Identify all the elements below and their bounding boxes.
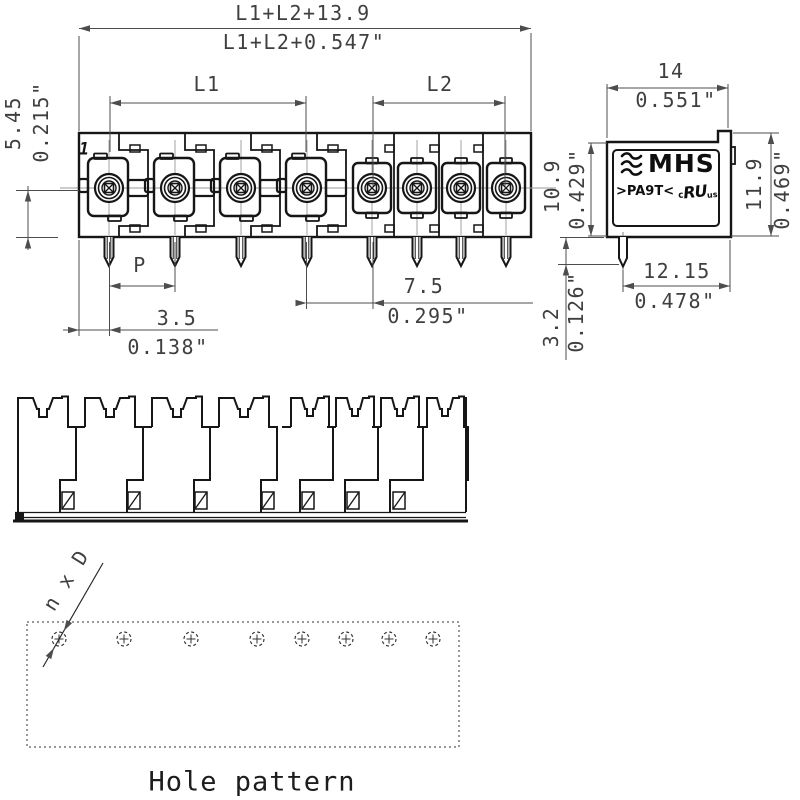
dim-5-45-mm: 5.45	[1, 95, 25, 151]
dim-l2: L2	[426, 72, 454, 96]
dim-l1: L1	[193, 72, 221, 96]
dim-overall-mm: L1+L2+13.9	[235, 1, 371, 25]
weidmueller-logo-icon	[620, 152, 644, 176]
dim-11-9-in: 0.469"	[770, 148, 794, 230]
dim-7-5-mm: 7.5	[403, 274, 445, 298]
front-view	[13, 395, 469, 523]
dim-11-9-mm: 11.9	[742, 156, 766, 212]
dim-3-5-in: 0.138"	[127, 335, 209, 359]
dim-pitch: P	[133, 253, 147, 277]
dim-3-2-in: 0.126"	[564, 271, 588, 353]
ul-us-text: us	[706, 189, 718, 201]
position-1: 1	[78, 139, 90, 160]
dim-5-45-in: 0.215"	[29, 81, 53, 163]
material-marking: >PA9T<	[616, 184, 675, 199]
brand-text: MHS	[648, 149, 715, 178]
dim-12-15-in: 0.478"	[634, 289, 716, 313]
dim-3-2-mm: 3.2	[539, 306, 563, 348]
dim-12-15-mm: 12.15	[643, 259, 711, 283]
hole-pattern-view	[26, 562, 460, 748]
dimensions	[16, 25, 779, 360]
top-view	[60, 131, 548, 269]
dim-10-9-mm: 10.9	[540, 158, 564, 214]
caption: Hole pattern	[148, 766, 356, 798]
dim-3-5-mm: 3.5	[156, 306, 198, 330]
dim-10-9-in: 0.429"	[565, 148, 589, 230]
dim-7-5-in: 0.295"	[387, 304, 469, 328]
dim-overall-in: L1+L2+0.547"	[222, 30, 386, 54]
ul-ru-text: RU	[682, 181, 708, 203]
dim-14-in: 0.551"	[635, 88, 717, 112]
dim-14-mm: 14	[657, 59, 685, 83]
